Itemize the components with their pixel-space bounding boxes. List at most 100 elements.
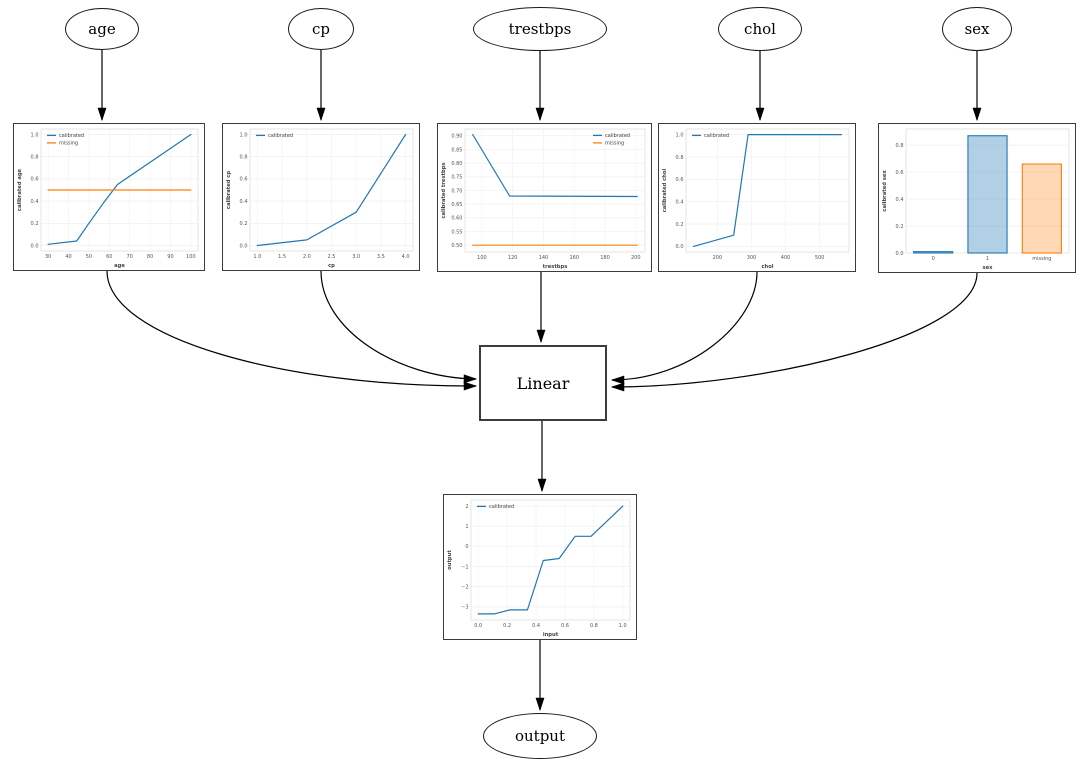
svg-text:0.70: 0.70: [451, 188, 462, 194]
edge-sex-calibrator-to-linear: [612, 272, 978, 387]
svg-text:−3: −3: [461, 605, 468, 611]
svg-text:2: 2: [465, 504, 468, 510]
svg-text:70: 70: [127, 254, 133, 260]
svg-text:0.8: 0.8: [240, 155, 248, 161]
edge-cp-calibrator-to-linear: [320, 270, 476, 379]
svg-text:0.6: 0.6: [561, 623, 569, 629]
svg-text:500: 500: [815, 255, 825, 261]
input-node-chol: chol: [718, 7, 802, 51]
svg-text:calibrated age: calibrated age: [17, 168, 23, 211]
svg-text:0.0: 0.0: [896, 251, 904, 257]
svg-text:160: 160: [569, 255, 579, 261]
svg-text:0.4: 0.4: [896, 197, 904, 203]
svg-text:missing: missing: [59, 141, 78, 147]
svg-text:0.8: 0.8: [590, 623, 598, 629]
svg-text:calibrated: calibrated: [605, 133, 630, 139]
svg-text:0.0: 0.0: [240, 243, 248, 249]
svg-text:0.6: 0.6: [240, 177, 248, 183]
svg-text:output: output: [447, 550, 453, 570]
svg-text:2.0: 2.0: [303, 254, 311, 260]
svg-text:calibrated: calibrated: [59, 133, 84, 139]
svg-text:calibrated sex: calibrated sex: [882, 170, 888, 212]
svg-text:1.0: 1.0: [619, 623, 627, 629]
input-node-trestbps-label: trestbps: [508, 20, 572, 38]
svg-text:calibrated: calibrated: [489, 504, 514, 510]
svg-text:100: 100: [186, 254, 196, 260]
svg-text:4.0: 4.0: [402, 254, 410, 260]
svg-text:0: 0: [932, 256, 935, 262]
svg-text:0.85: 0.85: [451, 147, 462, 153]
svg-text:400: 400: [781, 255, 791, 261]
svg-text:0.8: 0.8: [31, 155, 39, 161]
svg-text:0.80: 0.80: [451, 161, 462, 167]
svg-text:0.2: 0.2: [31, 221, 39, 227]
svg-text:3.0: 3.0: [352, 254, 360, 260]
input-node-cp: cp: [288, 8, 354, 50]
input-node-age: age: [65, 8, 139, 50]
svg-text:40: 40: [65, 254, 71, 260]
svg-text:missing: missing: [1032, 256, 1051, 262]
svg-text:−2: −2: [461, 585, 468, 591]
svg-text:0.0: 0.0: [474, 623, 482, 629]
svg-text:180: 180: [600, 255, 610, 261]
svg-text:1.0: 1.0: [31, 132, 39, 138]
svg-text:0.4: 0.4: [532, 623, 540, 629]
edge-age-calibrator-to-linear: [106, 270, 476, 386]
svg-text:0.6: 0.6: [896, 170, 904, 176]
svg-text:0.2: 0.2: [676, 222, 684, 228]
svg-text:sex: sex: [983, 265, 994, 271]
svg-text:0.4: 0.4: [676, 199, 684, 205]
svg-text:cp: cp: [328, 263, 335, 269]
svg-text:0.90: 0.90: [451, 134, 462, 140]
svg-text:chol: chol: [761, 264, 773, 270]
svg-text:0.0: 0.0: [676, 244, 684, 250]
svg-text:input: input: [543, 632, 559, 638]
svg-text:1.0: 1.0: [240, 132, 248, 138]
svg-text:0.4: 0.4: [240, 199, 248, 205]
svg-text:1.5: 1.5: [278, 254, 286, 260]
linear-node: Linear: [479, 345, 607, 421]
svg-text:1: 1: [465, 524, 468, 530]
svg-text:80: 80: [147, 254, 153, 260]
svg-text:200: 200: [713, 255, 723, 261]
svg-text:0.4: 0.4: [31, 199, 39, 205]
input-node-sex: sex: [942, 7, 1012, 51]
svg-text:calibrated: calibrated: [704, 133, 729, 139]
svg-text:trestbps: trestbps: [543, 264, 568, 270]
svg-text:calibrated cp: calibrated cp: [226, 171, 232, 209]
linear-node-label: Linear: [516, 373, 570, 393]
svg-text:90: 90: [167, 254, 173, 260]
svg-text:0.6: 0.6: [676, 177, 684, 183]
input-node-chol-label: chol: [744, 20, 776, 38]
svg-text:200: 200: [631, 255, 641, 261]
svg-text:0.8: 0.8: [896, 143, 904, 149]
svg-text:0.8: 0.8: [676, 155, 684, 161]
svg-text:300: 300: [747, 255, 757, 261]
svg-text:calibrated chol: calibrated chol: [662, 169, 668, 213]
svg-text:0.2: 0.2: [896, 224, 904, 230]
svg-text:age: age: [114, 263, 125, 269]
input-node-sex-label: sex: [964, 20, 990, 38]
svg-text:missing: missing: [605, 141, 624, 147]
input-node-age-label: age: [88, 20, 116, 38]
svg-text:0.0: 0.0: [31, 243, 39, 249]
svg-text:140: 140: [539, 255, 549, 261]
input-node-cp-label: cp: [311, 20, 330, 38]
svg-text:50: 50: [86, 254, 92, 260]
svg-text:60: 60: [106, 254, 112, 260]
svg-text:0.55: 0.55: [451, 229, 462, 235]
svg-text:−1: −1: [461, 564, 468, 570]
output-node: output: [483, 713, 597, 759]
svg-text:2.5: 2.5: [328, 254, 336, 260]
svg-text:0.2: 0.2: [503, 623, 511, 629]
svg-text:100: 100: [477, 255, 487, 261]
output-node-label: output: [514, 727, 565, 745]
svg-text:0.60: 0.60: [451, 216, 462, 222]
svg-text:calibrated trestbps: calibrated trestbps: [441, 162, 447, 218]
svg-text:30: 30: [45, 254, 51, 260]
svg-text:1: 1: [986, 256, 989, 262]
